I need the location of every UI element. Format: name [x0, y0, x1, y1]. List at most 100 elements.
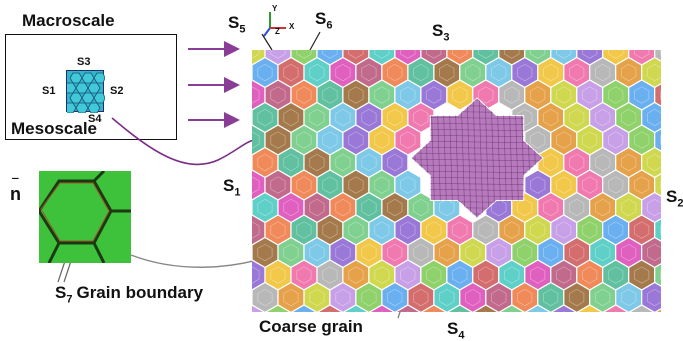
- grain-cell: [602, 304, 630, 312]
- grain-inner-mesh: [257, 198, 273, 217]
- s3-small-label: S3: [77, 56, 91, 68]
- grain-inner-mesh: [543, 288, 559, 307]
- grain-inner-mesh: [387, 288, 403, 307]
- macroscale-label: Macroscale: [22, 11, 115, 30]
- mesoscale-label: Mesoscale: [11, 119, 97, 138]
- grain-inner-mesh: [595, 108, 611, 127]
- grain-inner-mesh: [257, 63, 273, 82]
- grain-inner-mesh: [296, 266, 312, 284]
- normal-vector-label: n‾: [10, 176, 21, 204]
- grain-mesh-svg: [252, 50, 661, 312]
- grain-inner-mesh: [374, 131, 390, 149]
- grain-cell: [550, 304, 578, 312]
- grain-inner-mesh: [608, 221, 624, 239]
- grain-inner-mesh: [296, 131, 312, 149]
- grain-inner-mesh: [647, 153, 661, 172]
- grain-inner-mesh: [252, 176, 260, 194]
- grain-inner-mesh: [283, 63, 299, 82]
- grain-inner-mesh: [621, 63, 637, 82]
- grain-inner-mesh: [270, 131, 286, 149]
- grain-inner-mesh: [257, 108, 273, 127]
- grain-inner-mesh: [491, 63, 507, 82]
- grain-inner-mesh: [309, 153, 325, 172]
- grain-inner-mesh: [582, 86, 598, 104]
- axis-z-label: Z: [275, 27, 280, 36]
- grain-inner-mesh: [569, 288, 585, 307]
- grain-inner-mesh: [621, 288, 637, 307]
- grain-inner-mesh: [283, 243, 299, 262]
- macroscale-box: [5, 34, 177, 140]
- grain-inner-mesh: [387, 198, 403, 217]
- grain-inner-mesh: [621, 108, 637, 127]
- grain-inner-mesh: [647, 63, 661, 82]
- grain-inner-mesh: [413, 288, 429, 307]
- grain-inner-mesh: [413, 198, 429, 217]
- grain-inner-mesh: [556, 221, 572, 239]
- grain-inner-mesh: [296, 86, 312, 104]
- grain-inner-mesh: [660, 90, 661, 100]
- grain-inner-mesh: [322, 50, 338, 59]
- grain-inner-mesh: [478, 50, 494, 59]
- grain-inner-mesh: [595, 243, 611, 262]
- grain-inner-mesh: [660, 50, 661, 55]
- grain-inner-mesh: [374, 176, 390, 194]
- grain-inner-mesh: [530, 176, 546, 194]
- grain-inner-mesh: [660, 135, 661, 145]
- grain-cell: [290, 304, 318, 312]
- mesoscale-hex-pattern: [67, 72, 105, 113]
- grain-inner-mesh: [335, 243, 351, 262]
- grain-inner-mesh: [634, 221, 650, 239]
- grain-inner-mesh: [530, 50, 546, 59]
- grain-inner-mesh: [452, 221, 468, 239]
- grain-inner-mesh: [413, 243, 429, 262]
- grain-inner-mesh: [634, 266, 650, 284]
- s2-label: S2: [666, 187, 683, 210]
- grain-inner-mesh: [660, 225, 661, 235]
- grain-inner-mesh: [465, 243, 481, 262]
- s6-pointer: [309, 31, 321, 51]
- grain-inner-mesh: [283, 288, 299, 307]
- grain-inner-mesh: [309, 63, 325, 82]
- grain-inner-mesh: [452, 86, 468, 104]
- grain-inner-mesh: [556, 86, 572, 104]
- grain-inner-mesh: [634, 131, 650, 149]
- grain-inner-mesh: [608, 86, 624, 104]
- grain-inner-mesh: [348, 131, 364, 149]
- grain-inner-mesh: [270, 86, 286, 104]
- s5-pointer: [261, 33, 273, 51]
- grain-inner-mesh: [322, 86, 338, 104]
- grain-inner-mesh: [257, 153, 273, 172]
- s1-small-label: S1: [42, 85, 56, 97]
- grain-cell: [368, 304, 396, 312]
- grain-inner-mesh: [621, 153, 637, 172]
- grain-inner-mesh: [595, 63, 611, 82]
- grain-inner-mesh: [517, 288, 533, 307]
- grain-inner-mesh: [582, 266, 598, 284]
- grain-inner-mesh: [478, 221, 494, 239]
- grain-inner-mesh: [439, 243, 455, 262]
- axis-y-label: Y: [272, 4, 278, 13]
- grain-inner-mesh: [608, 50, 624, 59]
- s2-small-label: S2: [110, 85, 124, 97]
- grain-inner-mesh: [530, 266, 546, 284]
- grain-inner-mesh: [252, 221, 260, 239]
- grain-inner-mesh: [595, 288, 611, 307]
- grain-inner-mesh: [608, 131, 624, 149]
- grain-inner-mesh: [374, 221, 390, 239]
- grain-inner-mesh: [426, 50, 442, 59]
- grain-inner-mesh: [335, 153, 351, 172]
- mesoscale-connector-curve: [111, 117, 255, 166]
- grain-inner-mesh: [413, 63, 429, 82]
- grain-inner-mesh: [335, 63, 351, 82]
- grain-inner-mesh: [374, 86, 390, 104]
- grain-inner-mesh: [335, 288, 351, 307]
- grain-inner-mesh: [296, 176, 312, 194]
- mesoscale-specimen: [66, 70, 105, 113]
- grain-inner-mesh: [348, 86, 364, 104]
- grain-inner-mesh: [504, 50, 520, 59]
- grain-inner-mesh: [309, 288, 325, 307]
- grain-cell: [498, 304, 526, 312]
- grain-inner-mesh: [621, 198, 637, 217]
- grain-inner-mesh: [348, 50, 364, 59]
